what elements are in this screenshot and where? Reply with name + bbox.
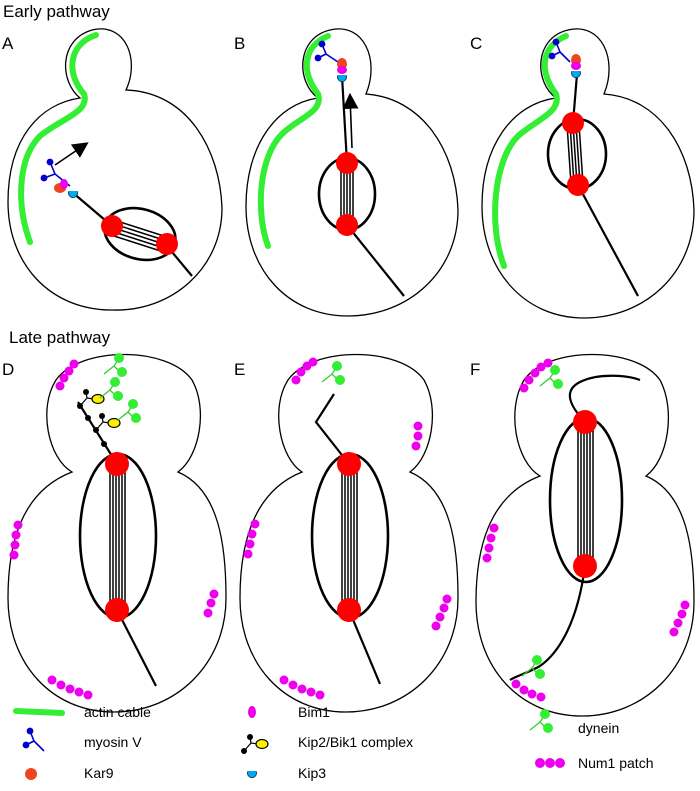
spindle: [341, 464, 358, 610]
kip3: [68, 190, 78, 198]
actin-cable-symbol: [13, 708, 65, 716]
actin-cable: [492, 33, 569, 269]
spindle-pole-body: [567, 174, 589, 196]
kip3: [337, 74, 347, 82]
astral-microtubule: [347, 609, 382, 685]
num1-patch: [519, 358, 553, 393]
spindle-pole-body: [337, 598, 361, 622]
spindle: [577, 424, 594, 566]
bim1: [571, 62, 581, 70]
astral-microtubule: [346, 224, 405, 297]
myosin-v-symbol: [22, 727, 45, 752]
bim1: [337, 66, 347, 74]
num1-patch-symbol: [535, 758, 565, 768]
panel-f: [475, 353, 695, 717]
spindle-pole-body: [573, 410, 597, 434]
astral-microtubule: [340, 75, 349, 164]
late-pathway-title: Late pathway: [9, 328, 111, 347]
panel-d: [7, 352, 227, 713]
legend-label-bim1: Bim1: [298, 704, 330, 720]
cell-outline: [7, 28, 223, 311]
astral-microtubule: [116, 609, 157, 687]
kip2-bik1-symbol: [240, 733, 269, 755]
actin-cable: [257, 33, 331, 249]
legend: actin cable myosin V Kar9 Bim1 Kip2/Bik1…: [13, 704, 653, 781]
num1-patch: [511, 679, 546, 702]
num1-patch: [9, 520, 23, 560]
num1-patch: [279, 675, 325, 700]
num1-patch: [243, 519, 260, 559]
panel-label-a: A: [2, 34, 14, 53]
kar9-symbol: [25, 768, 37, 780]
panel-label-e: E: [234, 360, 245, 379]
legend-label-kar9: Kar9: [84, 765, 114, 781]
num1-patch: [47, 675, 93, 700]
spindle-pole-body: [337, 452, 361, 476]
num1-patch: [669, 600, 690, 637]
movement-arrow: [54, 142, 89, 166]
spindle: [566, 123, 584, 185]
legend-label-actin: actin cable: [84, 704, 151, 720]
panel-label-d: D: [2, 360, 14, 379]
cell-outline: [239, 353, 459, 713]
panel-b: [245, 28, 459, 317]
spindle-pole-body: [101, 215, 123, 237]
early-pathway-title: Early pathway: [3, 2, 110, 21]
legend-label-kip2: Kip2/Bik1 complex: [298, 734, 413, 750]
legend-label-kip3: Kip3: [298, 765, 326, 781]
legend-label-myosin: myosin V: [84, 734, 142, 750]
panel-label-b: B: [234, 34, 245, 53]
spindle-pole-body: [562, 112, 584, 134]
cell-outline: [475, 353, 695, 717]
legend-label-dynein: dynein: [578, 720, 619, 736]
num1-patch: [431, 594, 452, 631]
num1-patch: [203, 589, 219, 618]
astral-microtubule: [77, 401, 118, 465]
panel-e: [239, 353, 459, 713]
legend-label-num1: Num1 patch: [578, 755, 653, 771]
kip3-symbol: [247, 770, 257, 778]
num1-patch: [482, 523, 499, 563]
num1-patch: [55, 359, 79, 391]
dynein-symbol: [529, 708, 554, 734]
astral-microtubule: [568, 374, 641, 423]
spindle-pole-body: [336, 214, 358, 236]
spindle-pole-body: [105, 598, 129, 622]
spindle-pole-body: [105, 452, 129, 476]
astral-microtubule: [314, 393, 350, 465]
movement-arrow: [342, 92, 359, 149]
cell-outline: [481, 28, 695, 319]
spindle: [109, 464, 126, 610]
astral-microtubule: [509, 565, 587, 681]
num1-patch: [291, 357, 318, 385]
panel-a: [7, 28, 223, 311]
panel-label-f: F: [470, 360, 480, 379]
panel-c: [481, 28, 695, 319]
spindle-pole-body: [573, 554, 597, 578]
astral-microtubule: [577, 184, 639, 297]
num1-patch: [411, 421, 423, 451]
spindle-pole-body: [156, 233, 178, 255]
kip3: [571, 70, 581, 78]
panel-label-c: C: [470, 34, 482, 53]
cell-outline: [7, 353, 227, 713]
actin-cable: [18, 32, 99, 245]
bim1-symbol: [248, 706, 256, 718]
spindle-pole-body: [336, 152, 358, 174]
bim1: [60, 179, 68, 189]
